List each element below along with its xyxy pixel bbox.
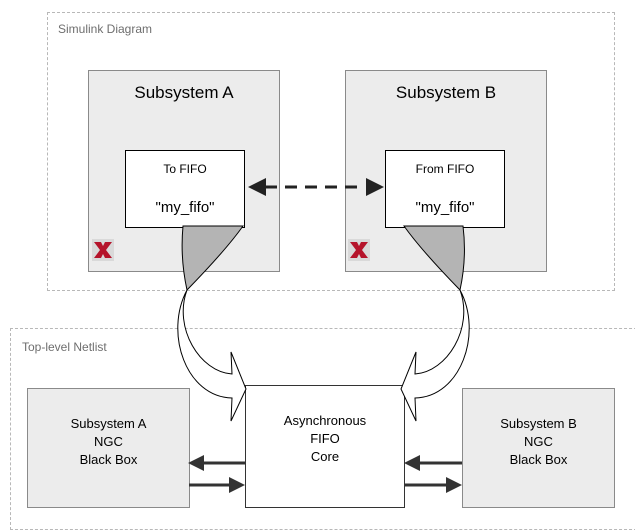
xilinx-logo-icon: [92, 239, 114, 261]
left-data-arrows: [188, 455, 245, 493]
asynchronous-fifo-core[interactable]: Asynchronous FIFO Core: [245, 385, 405, 508]
simulink-diagram-label: Simulink Diagram: [58, 22, 153, 36]
ngc-a-line2: NGC: [94, 434, 123, 449]
subsystem-a-block[interactable]: Subsystem A: [88, 70, 280, 272]
subsystem-a-title: Subsystem A: [134, 83, 234, 102]
right-flow-arrow: [400, 289, 470, 422]
diagram-connectors: [92, 178, 470, 493]
simulink-diagram-region: [47, 12, 615, 291]
ngc-a-line3: Black Box: [79, 452, 138, 467]
left-flow-arrow: [177, 289, 247, 422]
to-fifo-type-label: To FIFO: [163, 162, 207, 176]
to-fifo-name-label: "my_fifo": [155, 199, 215, 216]
netlist-label: Top-level Netlist: [22, 340, 107, 354]
ngc-b-line2: NGC: [524, 434, 553, 449]
fifo-link-arrow: [248, 178, 384, 196]
right-funnel-shape: [403, 225, 465, 292]
ngc-b-line1: Subsystem B: [500, 416, 577, 431]
fifo-core-line2: FIFO: [310, 431, 340, 446]
xilinx-logo-icon: [348, 239, 370, 261]
to-fifo-block[interactable]: To FIFO "my_fifo": [125, 150, 245, 228]
subsystem-a-ngc-black-box[interactable]: Subsystem A NGC Black Box: [27, 388, 190, 508]
right-data-arrows: [404, 455, 462, 493]
fifo-core-line3: Core: [310, 449, 340, 464]
ngc-a-line1: Subsystem A: [70, 416, 147, 431]
from-fifo-block[interactable]: From FIFO "my_fifo": [385, 150, 505, 228]
from-fifo-name-label: "my_fifo": [415, 199, 475, 216]
subsystem-b-ngc-black-box[interactable]: Subsystem B NGC Black Box: [462, 388, 615, 508]
ngc-b-line3: Black Box: [509, 452, 568, 467]
left-funnel-shape: [181, 225, 244, 292]
from-fifo-type-label: From FIFO: [415, 162, 475, 176]
subsystem-b-title: Subsystem B: [395, 83, 497, 102]
fifo-core-line1: Asynchronous: [283, 413, 367, 428]
